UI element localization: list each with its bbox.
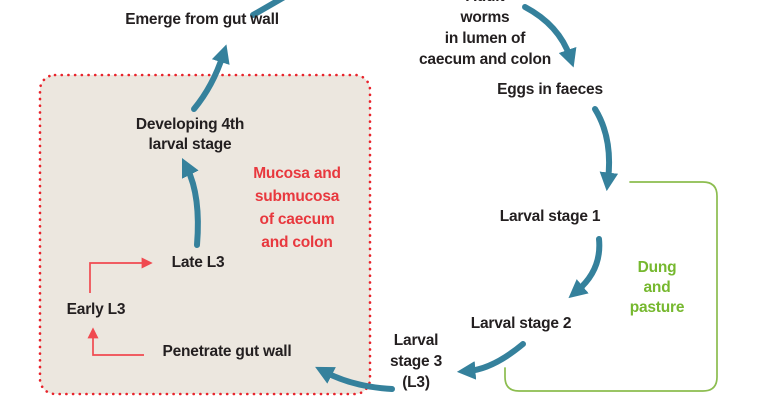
label-dung-line3: pasture xyxy=(629,299,685,316)
arrow-adult-to-eggs xyxy=(522,4,577,68)
arrow-emerge-to-adult xyxy=(250,0,286,18)
label-dung-and-pasture: Dung and pasture xyxy=(630,258,685,318)
label-adult-worms-line4: caecum and colon xyxy=(418,51,552,68)
label-developing-line2: larval stage xyxy=(148,136,232,153)
label-mucosa-line1: Mucosa and xyxy=(253,165,341,182)
label-larval-stage-3: Larval stage 3 (L3) xyxy=(390,330,442,393)
label-larval-stage-1: Larval stage 1 xyxy=(499,208,601,225)
dung-pasture-box xyxy=(504,181,718,392)
arrow-late-l3-to-developing xyxy=(182,158,201,248)
label-late-l3: Late L3 xyxy=(171,254,225,271)
host-mucosa-box xyxy=(38,73,372,396)
arrow-developing-to-emerge xyxy=(191,44,230,112)
label-penetrate-gut-wall: Penetrate gut wall xyxy=(162,343,292,360)
arrow-larval1-to-larval2 xyxy=(568,236,603,299)
label-mucosa-line2: submucosa xyxy=(254,188,340,205)
label-eggs-in-faeces: Eggs in faeces xyxy=(497,81,603,98)
label-adult-worms-line3: in lumen of xyxy=(444,30,526,47)
label-dung-line2: and xyxy=(643,279,671,296)
label-larval-stage-2: Larval stage 2 xyxy=(470,315,572,332)
label-mucosa-line3: of caecum xyxy=(259,211,335,228)
label-mucosa-line4: and colon xyxy=(261,234,333,251)
arrow-early-l3-to-late-l3 xyxy=(89,257,153,293)
label-larval-stage-3-line1: Larval xyxy=(393,332,439,349)
label-developing-4th-larval-stage: Developing 4th larval stage xyxy=(136,115,244,155)
label-larval-stage-3-line3: (L3) xyxy=(402,374,430,391)
label-early-l3: Early L3 xyxy=(66,301,126,318)
label-adult-worms-line2: worms xyxy=(460,9,510,26)
label-developing-line1: Developing 4th xyxy=(135,116,245,133)
arrow-penetrate-to-early-l3 xyxy=(87,327,144,356)
label-mucosa-submucosa: Mucosa and submucosa of caecum and colon xyxy=(253,162,341,254)
arrow-larval3-to-penetrate xyxy=(315,366,395,392)
label-dung-line1: Dung xyxy=(637,259,677,276)
arrow-larval2-to-larval3 xyxy=(456,341,526,380)
label-adult-worms-line1: Adult xyxy=(419,0,551,7)
arrow-eggs-to-larval1 xyxy=(592,106,619,192)
label-larval-stage-3-line2: stage 3 xyxy=(389,353,443,370)
label-adult-worms: Adult worms in lumen of caecum and colon xyxy=(419,0,551,70)
label-emerge-from-gut-wall: Emerge from gut wall xyxy=(125,11,279,28)
